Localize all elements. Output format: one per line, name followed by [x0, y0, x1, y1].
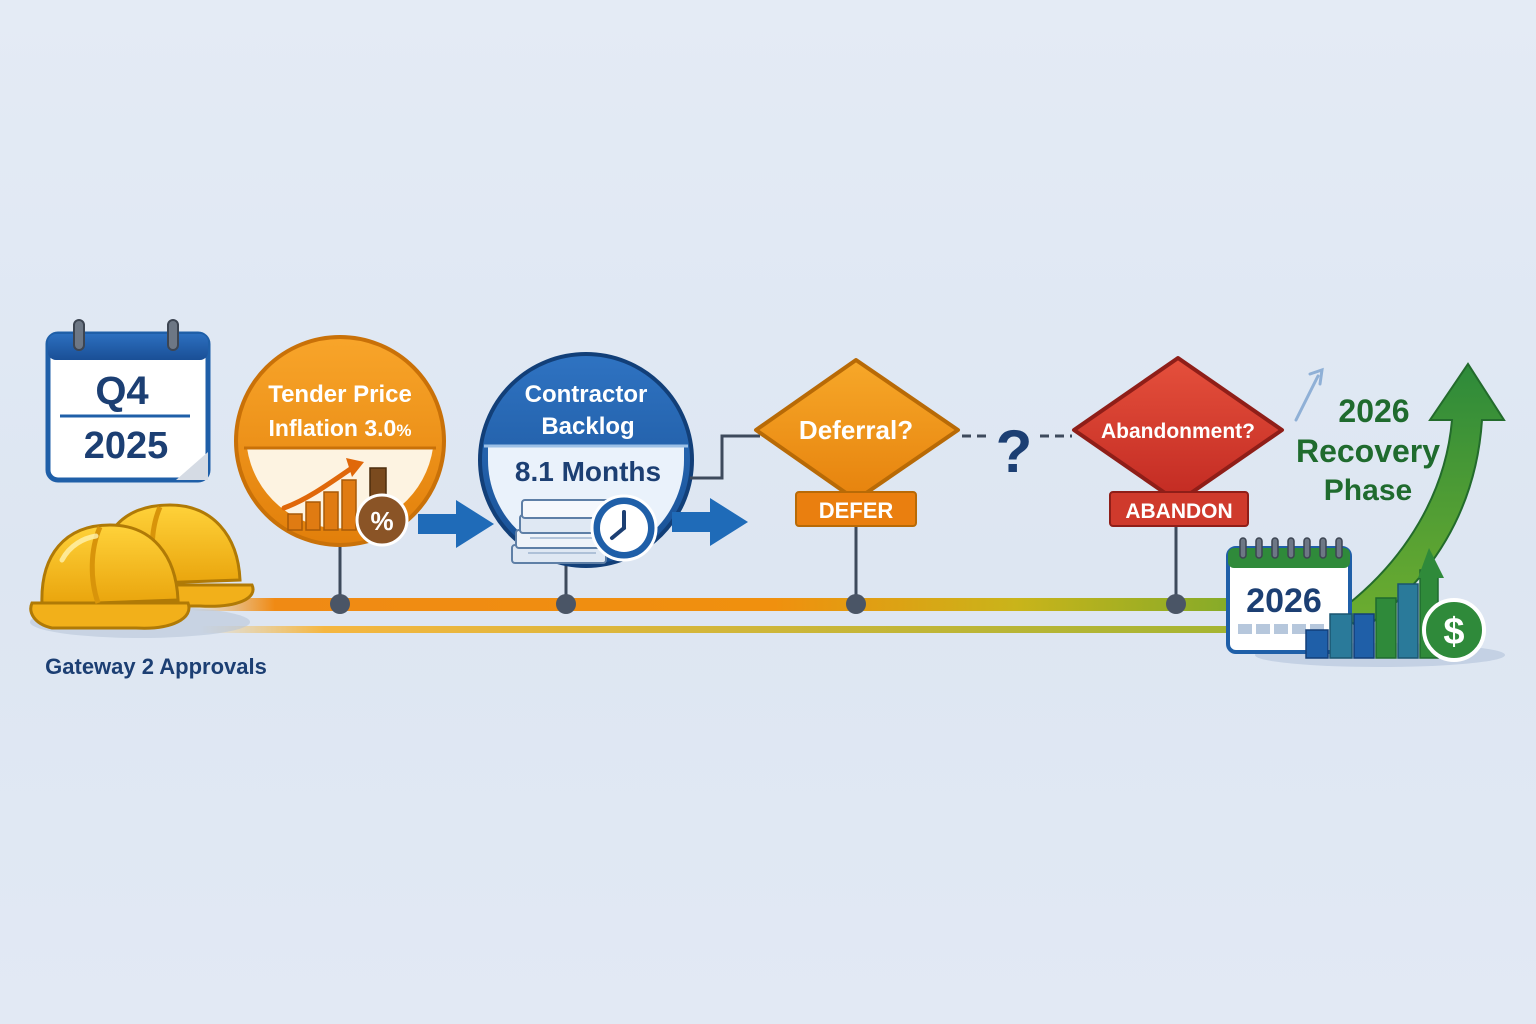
- inflation-unit: %: [396, 421, 411, 440]
- deferral-node: Deferral? DEFER: [754, 358, 960, 614]
- recovery-line2: Recovery: [1296, 433, 1440, 469]
- recovery-line3: Phase: [1324, 474, 1412, 507]
- deferral-question: Deferral?: [799, 415, 913, 445]
- start-calendar: Q4 2025: [45, 319, 211, 483]
- rising-bar-chart-icon: %: [281, 458, 409, 547]
- connector-bracket: [690, 434, 760, 480]
- abandonment-node: Abandonment? ABANDON: [1072, 356, 1284, 614]
- timeline-track: [190, 598, 1250, 633]
- inflation-line1: Tender Price: [268, 381, 412, 408]
- inflation-line2-row: Inflation 3.0%: [269, 415, 412, 441]
- connector-symbol: ?: [996, 418, 1033, 485]
- inflation-badge: %: [370, 506, 393, 536]
- backlog-line1: Contractor: [525, 381, 648, 408]
- recovery-arrow: [1294, 362, 1506, 632]
- flow-arrow-2: [672, 498, 748, 546]
- abandonment-question: Abandonment?: [1101, 420, 1255, 443]
- recovery-line1: 2026: [1338, 393, 1409, 429]
- inflation-line2: Inflation 3.0: [269, 415, 397, 441]
- decision-connector: ?: [962, 418, 1072, 485]
- flow-arrow-1: [418, 500, 494, 548]
- deferral-tag: DEFER: [819, 498, 894, 523]
- paper-stack-clock-icon: [511, 494, 658, 564]
- backlog-value: 8.1 Months: [515, 456, 661, 487]
- backlog-line2: Backlog: [541, 413, 634, 440]
- abandonment-tag: ABANDON: [1125, 500, 1232, 523]
- inflation-node: Tender Price Inflation 3.0%: [234, 335, 446, 614]
- growth-chart-dollar-icon: $: [1305, 548, 1486, 662]
- start-caption: Gateway 2 Approvals: [45, 654, 267, 679]
- start-year: 2025: [84, 425, 169, 467]
- recovery-calendar-year: 2026: [1246, 582, 1322, 620]
- hard-hats-icon: [29, 503, 255, 638]
- backlog-node: Contractor Backlog 8.1 Months: [478, 352, 694, 614]
- start-quarter: Q4: [95, 369, 149, 413]
- currency-symbol: $: [1443, 611, 1464, 653]
